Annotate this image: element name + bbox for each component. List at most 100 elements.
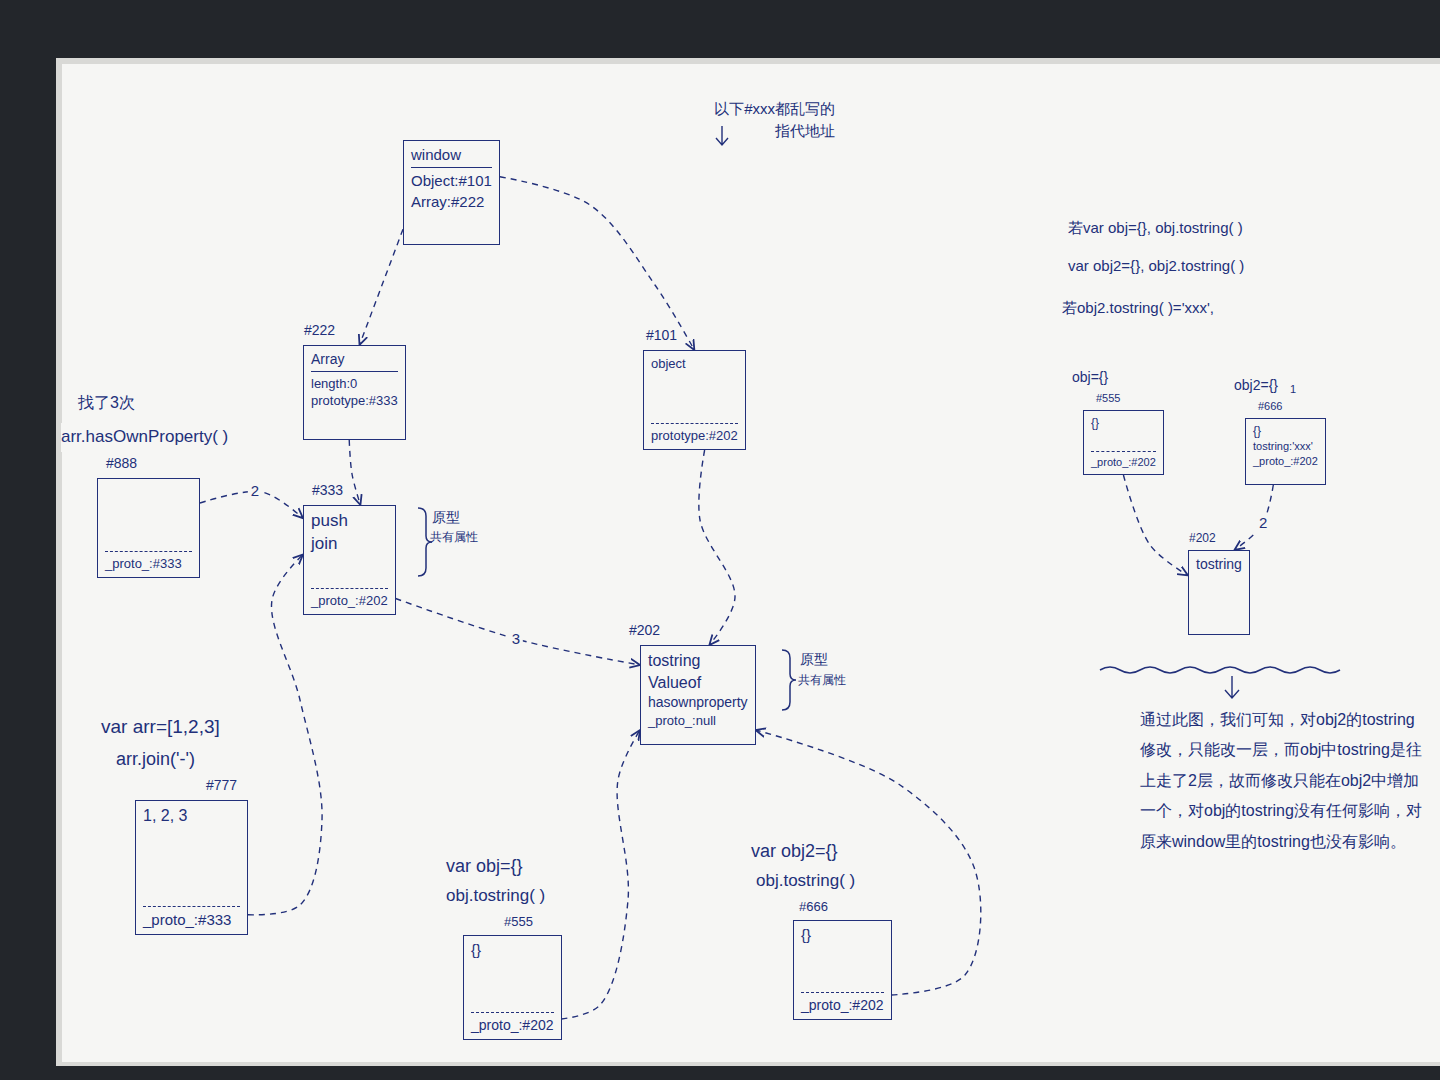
box-text: Object:#101	[411, 171, 492, 191]
memory-box: #101objectprototype:#202	[643, 350, 746, 450]
sheet-stack	[56, 58, 1440, 1066]
box-text: _proto_:#202	[311, 588, 388, 610]
note-text: 找了3次	[78, 393, 135, 414]
box-heading: var obj2={}obj.tostring( )#666	[794, 836, 855, 921]
box-heading: #101	[644, 324, 677, 351]
box-text: length:0	[311, 375, 398, 393]
address-label: var obj={}	[446, 851, 545, 882]
memory-box: windowObject:#101Array:#222	[403, 140, 500, 245]
address-label: #555	[1096, 389, 1120, 408]
box-text: _proto_:#202	[471, 1012, 554, 1035]
box-heading: #202	[641, 619, 660, 646]
address-label: var obj2={}	[751, 836, 855, 867]
address-label: #777	[206, 774, 237, 798]
memory-box: obj2={}#666{}tostring:'xxx'_proto_:#202	[1245, 418, 1326, 485]
pointer-arrow	[396, 599, 640, 666]
down-arrow	[1225, 676, 1239, 698]
memory-box: var obj={}obj.tostring( )#555{}_proto_:#…	[463, 935, 562, 1040]
address-label: obj2={}	[1234, 374, 1282, 398]
box-heading: arr.hasOwnProperty( )#888	[98, 423, 228, 479]
address-label: #222	[304, 319, 335, 343]
address-label: #666	[799, 896, 855, 918]
note-text: 以下#xxx都乱写的 指代地址	[705, 98, 835, 142]
box-text: _proto_:#333	[105, 551, 192, 573]
address-label: #202	[1189, 528, 1216, 548]
step-number: 2	[1256, 514, 1270, 532]
box-text: prototype:#202	[651, 423, 738, 445]
brace	[418, 508, 432, 576]
note-text: 共有属性	[798, 673, 846, 689]
box-text: Array:#222	[411, 192, 492, 212]
box-text: tostring	[648, 650, 748, 672]
note-text: 若obj2.tostring( )='xxx',	[1062, 298, 1214, 318]
box-heading: #202	[1189, 528, 1216, 551]
memory-box: #222Arraylength:0prototype:#333	[303, 345, 406, 440]
box-heading: var arr=[1,2,3]arr.join('-')#777	[136, 711, 237, 801]
paper	[62, 64, 1440, 1062]
box-heading: obj2={}#666	[1246, 374, 1282, 419]
box-text: window	[411, 145, 492, 168]
box-text: object	[651, 355, 738, 373]
box-heading: var obj={}obj.tostring( )#555	[464, 851, 545, 936]
box-text: Valueof	[648, 672, 748, 694]
address-label: arr.hasOwnProperty( )	[61, 423, 228, 452]
box-text: hasownproperty	[648, 693, 748, 712]
address-label: #101	[646, 324, 677, 348]
box-text: _proto_:#202	[1253, 454, 1318, 469]
address-label: #202	[629, 619, 660, 643]
memory-box: #202tostring	[1188, 550, 1250, 635]
pointer-arrow	[1234, 485, 1273, 550]
pointer-arrow	[562, 730, 640, 1019]
pointer-arrow	[360, 229, 403, 345]
note-text: 原型	[800, 650, 828, 668]
box-text: _proto_:#202	[1091, 451, 1156, 470]
box-text: tostring:'xxx'	[1253, 439, 1318, 454]
step-number: 3	[509, 630, 523, 648]
memory-box: #202tostringValueofhasownproperty_proto_…	[640, 645, 756, 745]
box-text: join	[311, 533, 388, 556]
note-text: 共有属性	[430, 530, 478, 546]
address-label: var arr=[1,2,3]	[101, 711, 237, 743]
box-text: {}	[1091, 415, 1156, 431]
memory-box: arr.hasOwnProperty( )#888_proto_:#333	[97, 478, 200, 578]
box-text: Array	[311, 350, 398, 372]
memory-box: var arr=[1,2,3]arr.join('-')#7771, 2, 3_…	[135, 800, 248, 935]
box-text: 1, 2, 3	[143, 805, 240, 827]
memory-box: #333pushjoin_proto_:#202	[303, 505, 396, 615]
pointer-arrow	[349, 440, 360, 505]
memory-box: var obj2={}obj.tostring( )#666{}_proto_:…	[793, 920, 892, 1020]
box-text: _proto_:null	[648, 712, 748, 730]
box-text: {}	[801, 925, 884, 945]
note-text: 原型	[432, 508, 460, 526]
address-label: #333	[312, 479, 343, 503]
box-heading: #333	[304, 479, 343, 506]
box-text: _proto_:#333	[143, 906, 240, 930]
step-number: 2	[248, 482, 262, 500]
address-label: #666	[1258, 397, 1282, 416]
box-text: push	[311, 510, 388, 533]
pointer-arrow	[500, 177, 694, 350]
pointer-arrow	[1123, 475, 1188, 576]
box-heading: obj={}#555	[1084, 366, 1120, 411]
address-label: arr.join('-')	[116, 744, 237, 775]
address-label: obj.tostring( )	[446, 882, 545, 911]
box-text: {}	[471, 940, 554, 960]
address-label: obj={}	[1072, 366, 1120, 390]
note-text: var obj2={}, obj2.tostring( )	[1068, 256, 1244, 276]
address-label: #888	[106, 452, 228, 476]
note-text: 通过此图，我们可知，对obj2的tostring修改，只能改一层，而obj中to…	[1140, 705, 1425, 857]
down-arrow	[716, 126, 728, 145]
memory-box: obj={}#555{}_proto_:#202	[1083, 410, 1164, 475]
address-label: #555	[504, 911, 545, 933]
wavy-line	[1100, 667, 1340, 673]
box-text: {}	[1253, 423, 1318, 439]
pointer-arrow	[699, 450, 735, 645]
box-text: _proto_:#202	[801, 992, 884, 1015]
box-text: tostring	[1196, 555, 1242, 574]
note-text: 若var obj={}, obj.tostring( )	[1068, 218, 1243, 238]
box-heading: #222	[304, 319, 335, 346]
address-label: obj.tostring( )	[756, 867, 855, 896]
note-text: 1	[1290, 383, 1296, 396]
